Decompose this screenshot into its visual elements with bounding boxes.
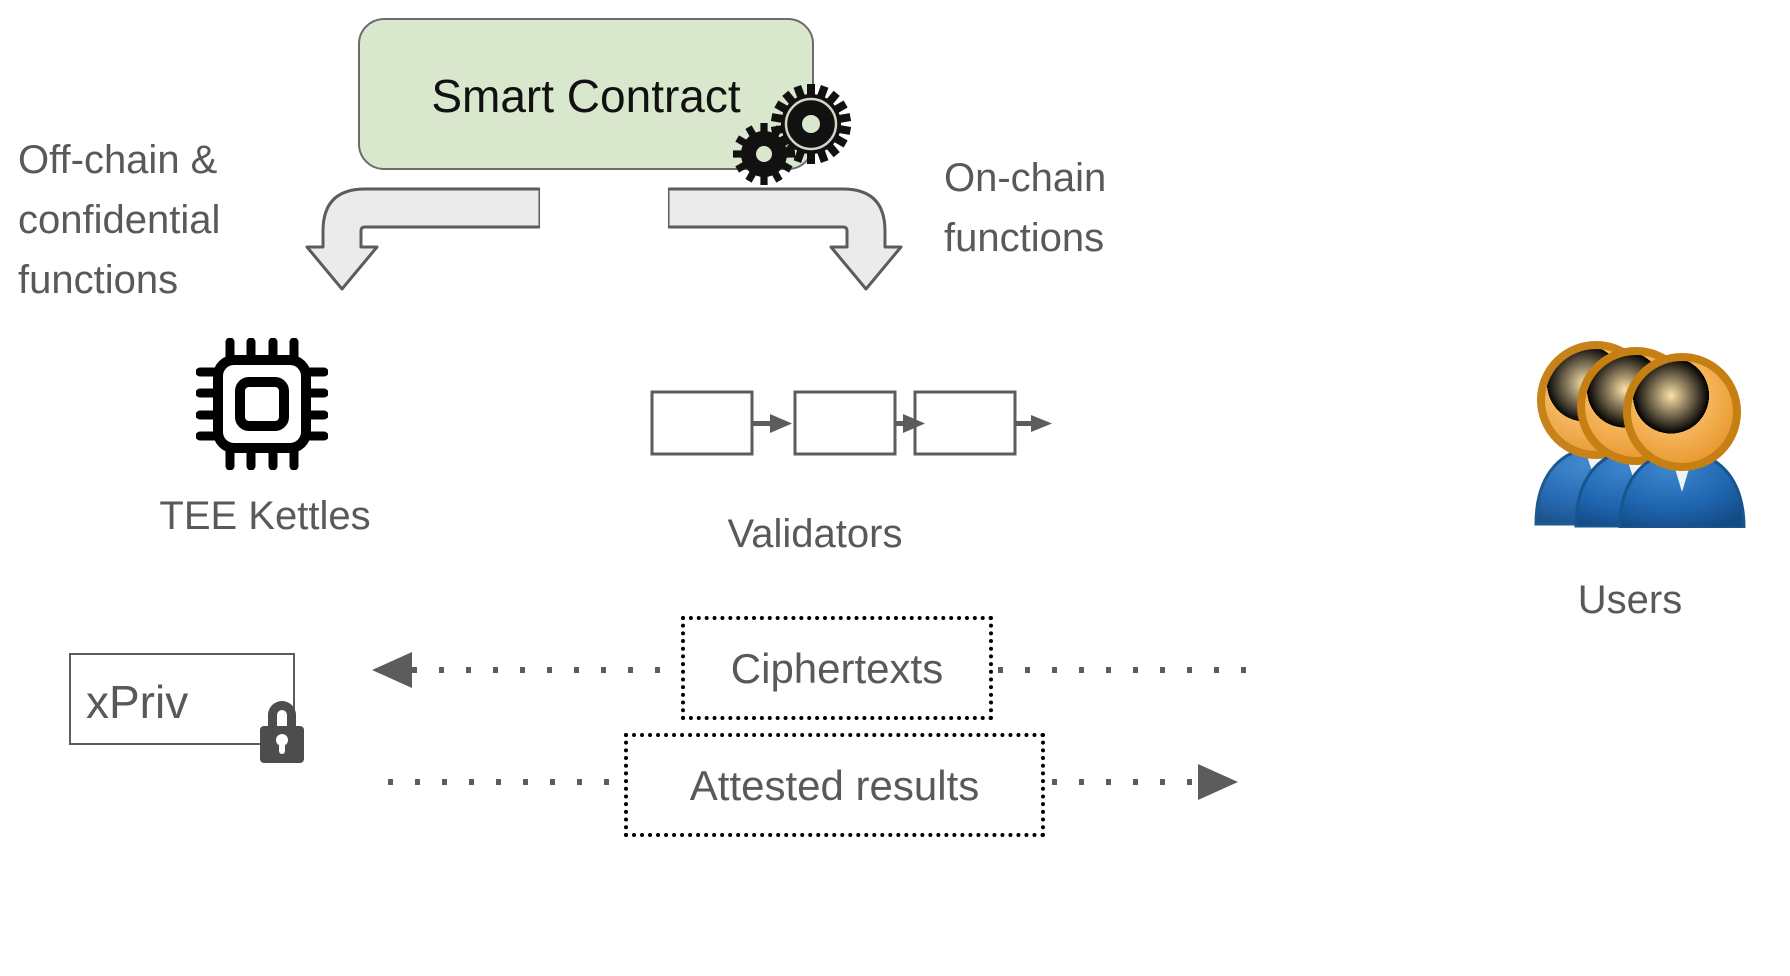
smart-contract-box bbox=[358, 18, 814, 170]
users-label: Users bbox=[1577, 578, 1683, 622]
validators-label: Validators bbox=[727, 512, 903, 556]
block-3 bbox=[913, 390, 1017, 456]
gears-icon bbox=[733, 84, 852, 185]
attested-results-label: Attested results bbox=[689, 762, 980, 809]
xpriv-box bbox=[69, 653, 295, 745]
attested-results-flow-line bbox=[388, 764, 1238, 800]
ciphertexts-box bbox=[681, 616, 993, 720]
smart-contract-label: Smart Contract bbox=[431, 70, 741, 122]
attested-results-box bbox=[624, 733, 1045, 837]
offchain-block-arrow bbox=[305, 187, 540, 291]
block-1 bbox=[650, 390, 754, 456]
users-group-icon bbox=[1534, 341, 1746, 528]
padlock-icon bbox=[260, 701, 304, 763]
offchain-functions-label: Off-chain & confidential functions bbox=[18, 138, 221, 302]
xpriv-label: xPriv bbox=[86, 676, 189, 728]
blockchain-icon bbox=[650, 390, 1052, 456]
cpu-chip-icon bbox=[196, 338, 328, 470]
ciphertexts-label: Ciphertexts bbox=[730, 645, 944, 692]
block-2 bbox=[793, 390, 897, 456]
onchain-block-arrow bbox=[668, 187, 903, 291]
tee-kettles-label: TEE Kettles bbox=[159, 494, 371, 538]
onchain-functions-label: On-chain functions bbox=[944, 156, 1107, 260]
ciphertexts-flow-line bbox=[372, 652, 1250, 688]
